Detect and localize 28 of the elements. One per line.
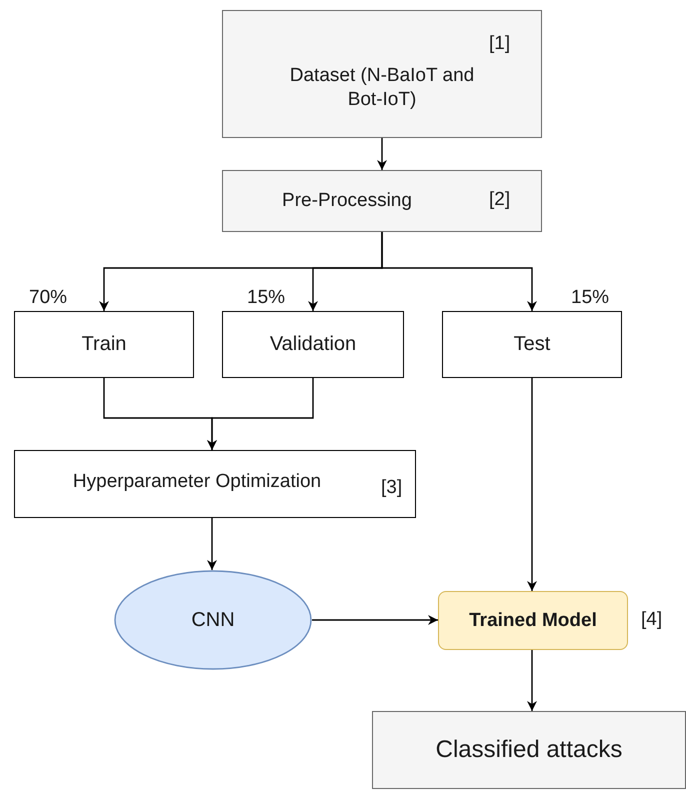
process-box <box>14 311 194 378</box>
arrow <box>207 518 217 570</box>
arrow <box>527 650 537 711</box>
process-box <box>14 450 416 518</box>
arrow <box>381 232 537 311</box>
node-label: Classified attacks <box>436 735 622 765</box>
process-box <box>442 311 622 378</box>
arrow <box>377 138 387 170</box>
process-box <box>222 170 542 232</box>
data-box <box>222 10 542 138</box>
node-label: CNN <box>191 608 235 632</box>
process-box <box>222 311 404 378</box>
output-box <box>372 711 686 789</box>
node-label: Pre-Processing <box>282 189 412 213</box>
node-label: Train <box>82 332 126 357</box>
reference-number: [4] <box>641 609 662 631</box>
node-label: Validation <box>270 332 356 357</box>
arrow <box>312 615 438 625</box>
arrow <box>207 378 314 450</box>
node-label: Dataset (N-BaIoT and Bot-IoT) <box>288 64 476 112</box>
model-ellipse <box>114 570 312 670</box>
arrow <box>527 378 537 591</box>
node-label: Trained Model <box>469 608 597 632</box>
node-label: Test <box>514 332 550 357</box>
reference-number: [1] <box>489 33 510 55</box>
node-label: Hyperparameter Optimization <box>72 470 322 494</box>
reference-number: [2] <box>489 189 510 211</box>
reference-number: [3] <box>381 477 402 499</box>
